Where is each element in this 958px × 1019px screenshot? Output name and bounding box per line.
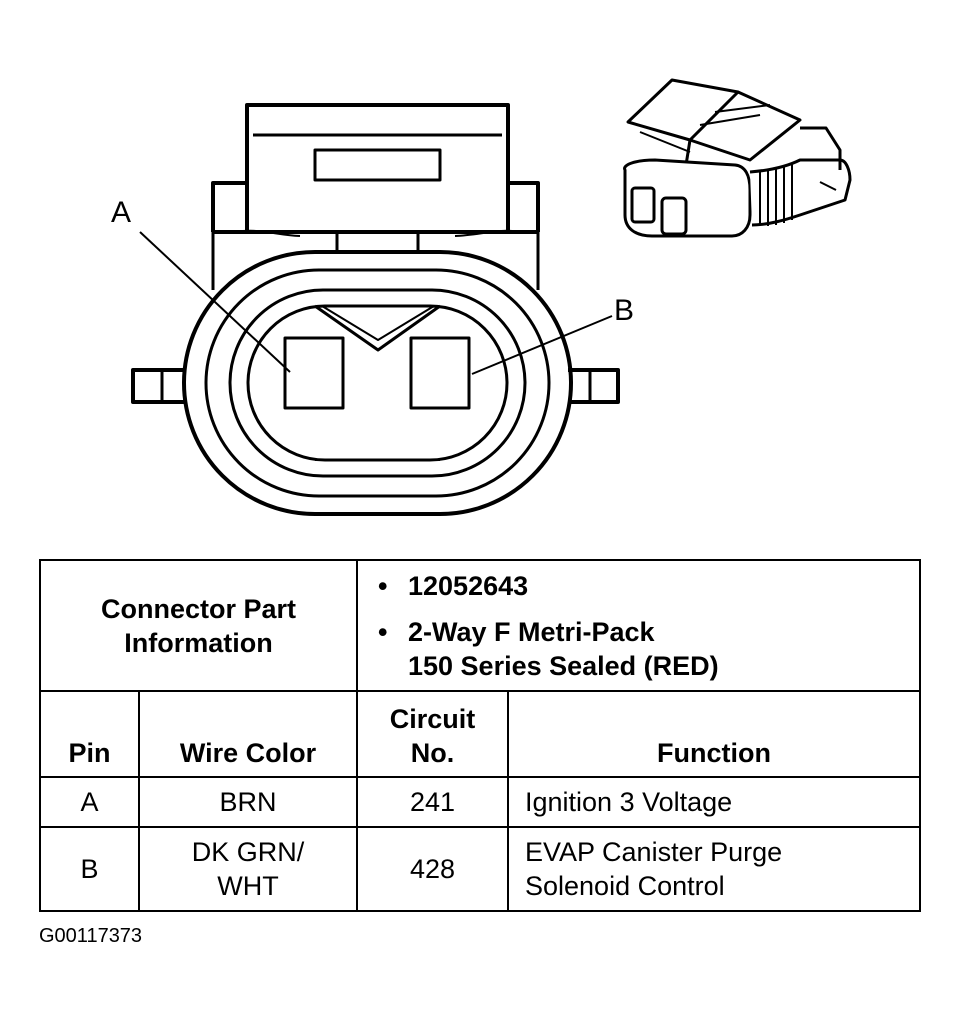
col-header-pin: Pin (39, 690, 140, 778)
part-number: •12052643 (378, 570, 529, 601)
part-description-line2: 150 Series Sealed (RED) (408, 650, 719, 681)
row-a-circuit: 241 (356, 776, 509, 828)
pin-a-terminal (283, 336, 345, 410)
connector-part-info-header: Connector Part Information (39, 559, 358, 692)
col-header-circuit: Circuit No. (356, 690, 509, 778)
connector-diagram (131, 78, 852, 516)
column-header-row: Pin Wire Color Circuit No. Function (39, 690, 922, 778)
pin-b-label: B (614, 294, 635, 327)
row-b-wire-color: DK GRN/ WHT (138, 826, 358, 912)
connector-pinout-table: Connector Part Information •12052643 •2-… (39, 559, 922, 912)
pin-a-leader (139, 231, 291, 373)
row-b-function: EVAP Canister Purge Solenoid Control (506, 826, 922, 912)
connector-body (182, 250, 573, 516)
table-row: B DK GRN/ WHT 428 EVAP Canister Purge So… (39, 826, 922, 912)
table-row: A BRN 241 Ignition 3 Voltage (39, 776, 922, 828)
figure-id: G00117373 (39, 925, 143, 947)
connector-part-header-line2: Information (124, 627, 273, 658)
row-b-pin: B (39, 826, 140, 912)
row-a-pin: A (39, 776, 140, 828)
row-a-wire-color: BRN (138, 776, 358, 828)
connector-3d-illustration (623, 78, 852, 238)
row-a-function: Ignition 3 Voltage (506, 776, 922, 828)
col-header-function: Function (506, 690, 922, 778)
pin-b-terminal (409, 336, 471, 410)
row-b-circuit: 428 (356, 826, 509, 912)
connector-part-details: •12052643 •2-Way F Metri-Pack 150 Series… (355, 559, 922, 692)
pin-a-label: A (111, 196, 132, 229)
pin-b-leader (471, 315, 613, 375)
part-description: •2-Way F Metri-Pack (378, 616, 655, 647)
connector-side-tabs (131, 368, 620, 404)
connector-info-row: Connector Part Information •12052643 •2-… (39, 559, 922, 692)
col-header-wire-color: Wire Color (138, 690, 358, 778)
connector-part-header-line1: Connector Part (100, 593, 297, 624)
connector-latch (211, 103, 540, 290)
